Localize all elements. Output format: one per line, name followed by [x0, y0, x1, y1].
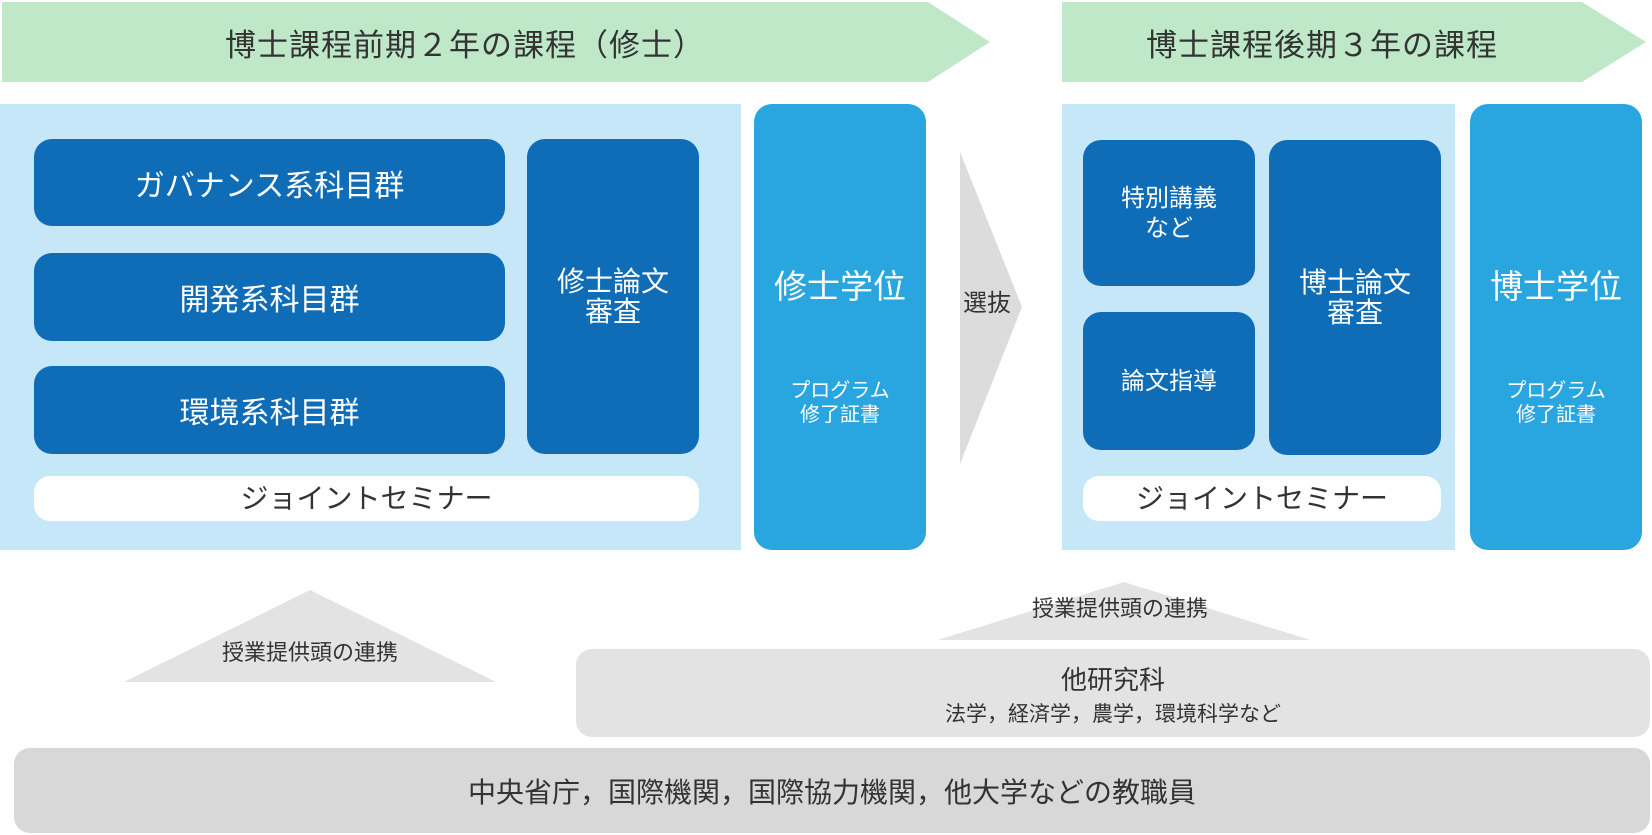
- development-subject-group-label: 開発系科目群: [179, 283, 360, 318]
- late-program-title: 博士課程後期３年の課程: [1146, 27, 1498, 64]
- collaboration-right-label: 授業提供頭の連携: [1031, 597, 1208, 622]
- other-graduate-schools-examples: 法学，経済学，農学，環境科学など: [945, 702, 1281, 726]
- faculty-bar: 中央省庁，国際機関，国際協力機関，他大学などの教職員: [14, 748, 1650, 833]
- doctoral-degree-box: 博士学位 プログラム 修了証書: [1470, 104, 1642, 550]
- joint-seminar-left-label: ジョイントセミナー: [240, 481, 493, 515]
- collaboration-triangle-right: [938, 582, 1310, 640]
- doctoral-degree-label: 博士学位: [1490, 267, 1622, 306]
- other-graduate-schools-title: 他研究科: [1060, 665, 1165, 696]
- environment-subject-group: 環境系科目群: [34, 366, 505, 454]
- banner-arrow-shape: [2, 2, 990, 82]
- doctoral-thesis-review-line2: 審査: [1326, 295, 1383, 329]
- masters-degree-label: 修士学位: [774, 267, 906, 306]
- banner-arrow-shape: [1062, 2, 1646, 82]
- doctoral-thesis-review-line1: 博士論文: [1298, 265, 1411, 299]
- early-program-banner: 博士課程前期２年の課程（修士）: [2, 0, 992, 84]
- faculty-label: 中央省庁，国際機関，国際協力機関，他大学などの教職員: [467, 775, 1196, 809]
- thesis-guidance-box: 論文指導: [1083, 312, 1255, 450]
- masters-thesis-review-line2: 審査: [584, 294, 641, 328]
- governance-subject-group: ガバナンス系科目群: [34, 139, 505, 226]
- masters-thesis-review: 修士論文 審査: [527, 139, 699, 454]
- masters-certificate-line2: 修了証書: [800, 402, 880, 426]
- masters-degree-box: 修士学位 プログラム 修了証書: [754, 104, 926, 550]
- other-graduate-schools: 他研究科 法学，経済学，農学，環境科学など: [576, 649, 1650, 737]
- late-program-banner: 博士課程後期３年の課程: [1062, 0, 1650, 84]
- doctoral-certificate-line2: 修了証書: [1516, 402, 1596, 426]
- collaboration-left-label: 授業提供頭の連携: [221, 641, 398, 666]
- governance-subject-group-label: ガバナンス系科目群: [134, 168, 405, 204]
- joint-seminar-right: ジョイントセミナー: [1083, 476, 1441, 521]
- thesis-guidance-label: 論文指導: [1121, 367, 1217, 395]
- masters-thesis-review-line1: 修士論文: [556, 264, 669, 298]
- collaboration-triangle-left: [124, 590, 496, 682]
- doctoral-certificate-line1: プログラム: [1506, 378, 1606, 402]
- early-program-title: 博士課程前期２年の課程（修士）: [225, 27, 705, 64]
- special-lectures-line1: 特別講義: [1121, 184, 1217, 212]
- doctoral-certificate: プログラム 修了証書: [1470, 374, 1642, 430]
- special-lectures-line2: など: [1145, 214, 1193, 242]
- special-lectures-box: 特別講義 など: [1083, 140, 1255, 286]
- joint-seminar-left: ジョイントセミナー: [34, 476, 699, 521]
- doctoral-thesis-review: 博士論文 審査: [1269, 140, 1441, 455]
- selection-label: 選抜: [963, 289, 1011, 317]
- environment-subject-group-label: 環境系科目群: [179, 396, 360, 431]
- masters-certificate-line1: プログラム: [790, 378, 890, 402]
- joint-seminar-right-label: ジョイントセミナー: [1135, 481, 1388, 515]
- masters-certificate: プログラム 修了証書: [754, 374, 926, 430]
- selection-arrow: [960, 152, 1022, 464]
- development-subject-group: 開発系科目群: [34, 253, 505, 341]
